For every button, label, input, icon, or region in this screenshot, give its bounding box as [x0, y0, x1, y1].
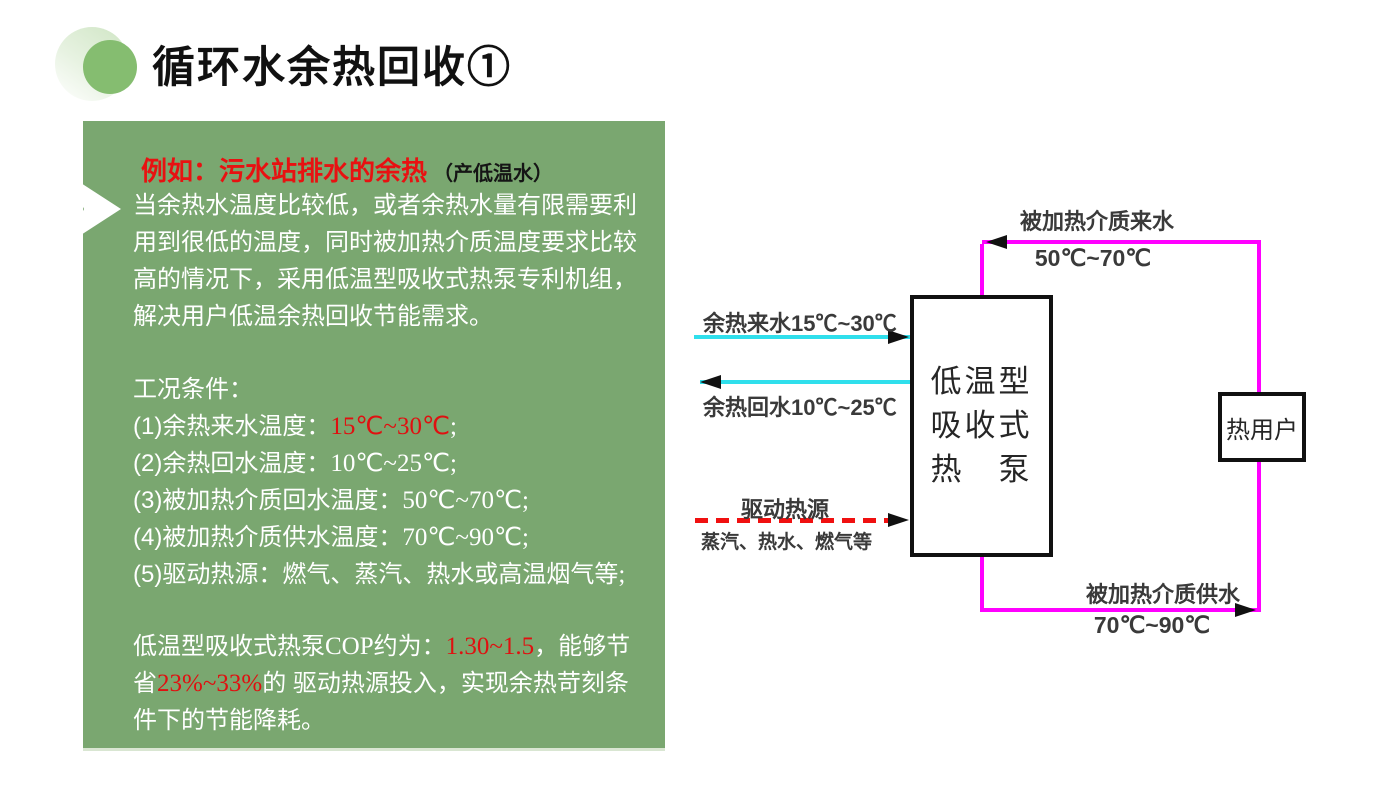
drive-heat-label: 驱动热源 — [740, 497, 829, 522]
hot-water-out-pipe — [700, 380, 910, 384]
drive-heat-pipe — [695, 518, 891, 523]
green-info-panel: 例如：污水站排水的余热（产低温水） 当余热水温度比较低，或者余热水量有限需要利用… — [67, 121, 665, 751]
logo-mark — [45, 20, 145, 112]
heat-pump-box-line: 热 泵 — [930, 452, 1033, 487]
arrow-right-icon — [1235, 603, 1256, 617]
chevron-right-icon — [67, 174, 121, 244]
condition-item: (5)驱动热源：燃气、蒸汽、热水或高温烟气等; — [133, 561, 626, 588]
page-title: 循环水余热回收① — [152, 44, 512, 92]
hot-water-in-label: 余热来水15℃~30℃ — [703, 311, 897, 336]
supply-pipe-temp: 70℃~90℃ — [1093, 612, 1211, 638]
hot-water-in-pipe — [694, 335, 910, 339]
logo-circle-dark-icon — [83, 40, 137, 94]
condition-item: (3)被加热介质回水温度：50℃~70℃; — [133, 487, 529, 514]
cop-paragraph: 低温型吸收式热泵COP约为：1.30~1.5，能够节省23%~33%的 驱动热源… — [133, 633, 631, 734]
conditions-list: 工况条件： (1)余热来水温度：15℃~30℃; (2)余热回水温度：10℃~2… — [133, 371, 625, 593]
supply-pipe-vertical-right — [1257, 462, 1261, 612]
heat-pump-box-line: 吸收式 — [930, 408, 1033, 443]
drive-heat-sublabel: 蒸汽、热水、燃气等 — [701, 532, 873, 553]
condition-item: (4)被加热介质供水温度：70℃~90℃; — [133, 524, 529, 551]
arrow-right-icon — [888, 330, 909, 344]
return-pipe-temp: 50℃~70℃ — [1034, 245, 1152, 271]
heat-pump-box: 低温型 吸收式 热 泵 — [910, 295, 1053, 557]
supply-pipe-label: 被加热介质供水 — [1085, 582, 1240, 607]
condition-item: (1)余热来水温度：15℃~30℃; — [133, 413, 457, 440]
supply-pipe-horizontal — [982, 608, 1261, 612]
intro-paragraph: 当余热水温度比较低，或者余热水量有限需要利用到很低的温度，同时被加热介质温度要求… — [133, 192, 637, 330]
return-pipe-label: 被加热介质来水 — [1019, 209, 1174, 234]
return-pipe-horizontal — [982, 240, 1261, 244]
example-heading: 例如：污水站排水的余热（产低温水） — [141, 151, 553, 188]
example-heading-red: 例如：污水站排水的余热 — [141, 156, 428, 186]
return-pipe-vertical-right — [1257, 240, 1261, 392]
hot-water-out-label: 余热回水10℃~25℃ — [703, 395, 897, 420]
heat-user-box: 热用户 — [1218, 392, 1306, 462]
arrow-left-icon — [986, 235, 1007, 249]
arrow-left-icon — [700, 375, 721, 389]
example-heading-note: （产低温水） — [433, 163, 554, 185]
return-pipe-vertical-left — [980, 244, 984, 295]
heat-pump-box-line: 低温型 — [930, 364, 1033, 399]
supply-pipe-vertical-left — [980, 557, 984, 612]
conditions-title: 工况条件： — [133, 376, 253, 403]
condition-item: (2)余热回水温度：10℃~25℃; — [133, 450, 457, 477]
arrow-right-icon — [888, 513, 909, 527]
